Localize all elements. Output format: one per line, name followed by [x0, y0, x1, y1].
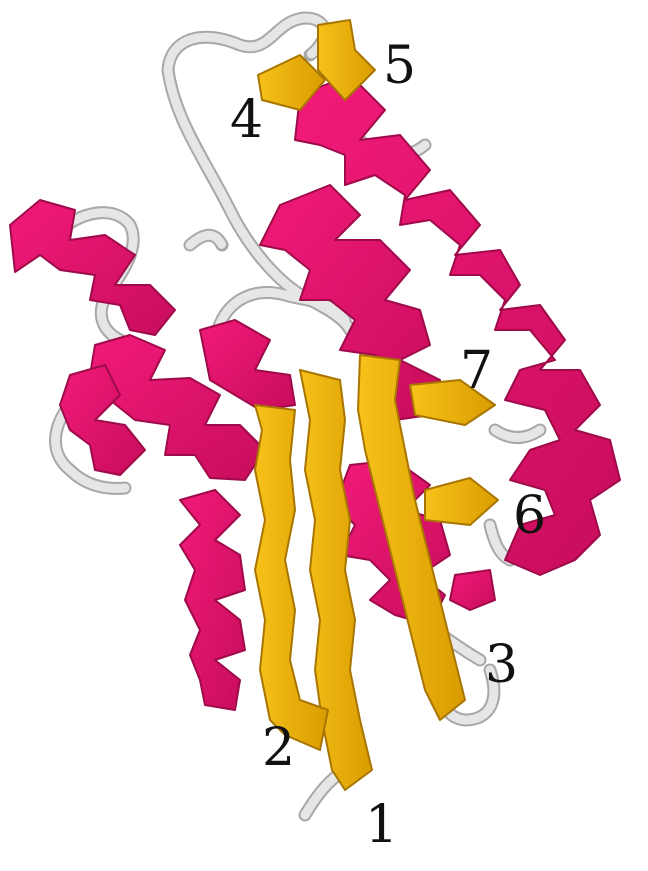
strand-label-1: 1 [365, 795, 398, 855]
strand-label-6: 6 [513, 486, 546, 546]
strand-label-7: 7 [460, 341, 493, 401]
strand-label-4: 4 [230, 90, 263, 150]
strand-label-5: 5 [383, 36, 416, 96]
strand-label-3: 3 [485, 635, 518, 695]
strand-label-2: 2 [262, 718, 295, 778]
